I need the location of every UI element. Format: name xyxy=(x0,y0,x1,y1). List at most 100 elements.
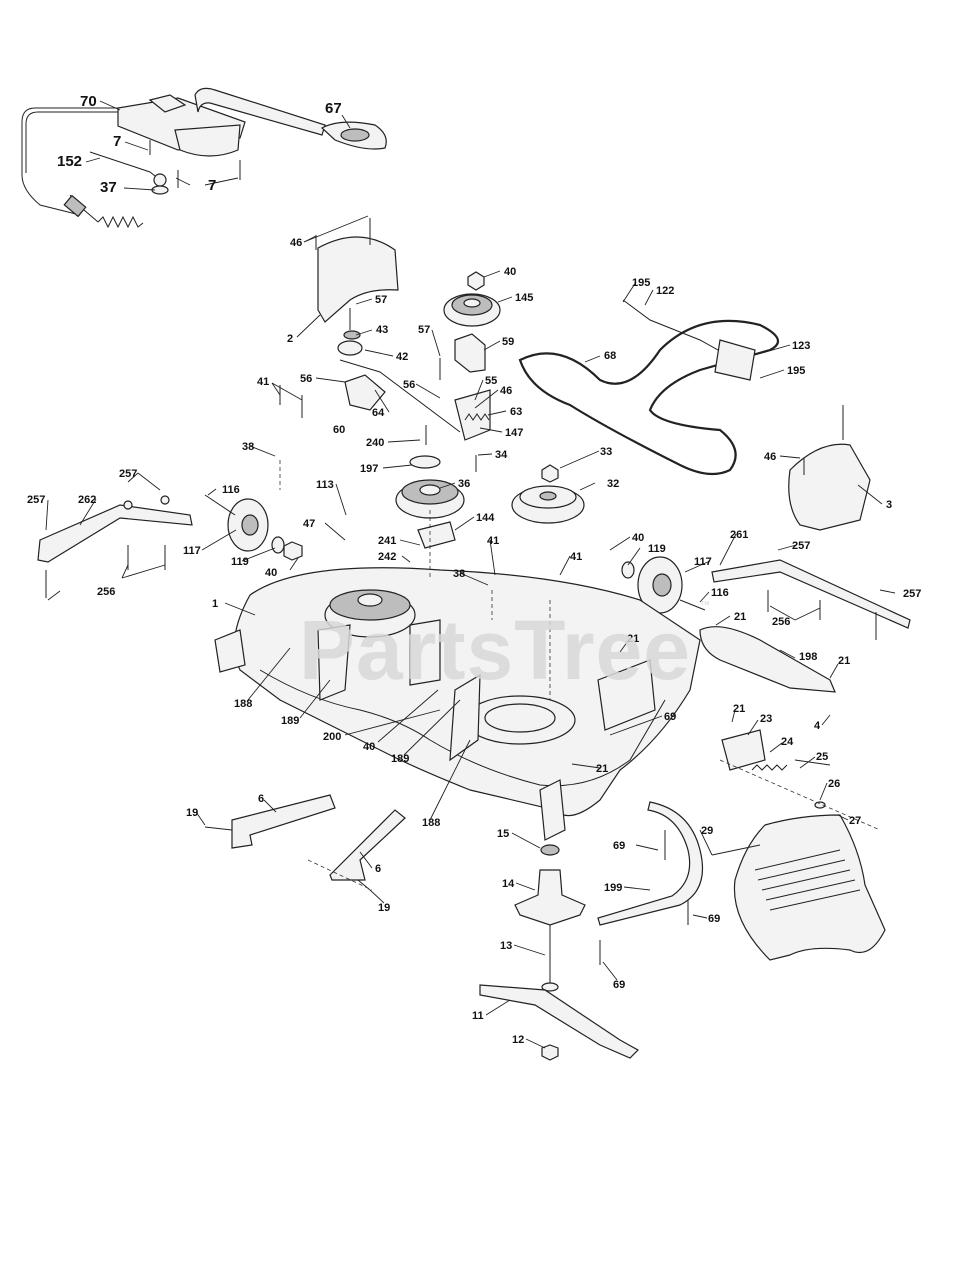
callout-56: 56 xyxy=(300,373,312,385)
callout-64: 64 xyxy=(372,407,385,419)
callout-19: 19 xyxy=(186,807,198,819)
callout-67: 67 xyxy=(325,100,342,117)
front-bar-left xyxy=(37,495,193,598)
callout-147: 147 xyxy=(505,427,523,439)
callout-69: 69 xyxy=(613,840,625,852)
callout-200: 200 xyxy=(323,731,341,743)
callout-70: 70 xyxy=(80,93,97,110)
callout-117: 117 xyxy=(183,545,201,557)
callout-257: 257 xyxy=(119,468,137,480)
callout-63: 63 xyxy=(510,406,522,418)
callout-1: 1 xyxy=(212,598,218,610)
belt-cover-right xyxy=(788,405,871,531)
deflector-plate xyxy=(699,626,836,693)
callout-262: 262 xyxy=(78,494,96,506)
deck-belt xyxy=(518,299,780,476)
callout-122: 122 xyxy=(656,285,674,297)
callout-257: 257 xyxy=(792,540,810,552)
callout-21: 21 xyxy=(838,655,850,667)
callout-123: 123 xyxy=(792,340,810,352)
callout-145: 145 xyxy=(515,292,533,304)
alignment-lines xyxy=(279,460,881,891)
callout-6: 6 xyxy=(258,793,264,805)
callout-46: 46 xyxy=(764,451,776,463)
callout-195: 195 xyxy=(787,365,805,377)
callout-14: 14 xyxy=(502,878,515,890)
callout-40: 40 xyxy=(504,266,516,278)
callout-15: 15 xyxy=(497,828,509,840)
callout-42: 42 xyxy=(396,351,408,363)
callout-189: 189 xyxy=(281,715,299,727)
callout-116: 116 xyxy=(711,587,729,599)
callout-56: 56 xyxy=(403,379,415,391)
gauge-wheel-left xyxy=(204,494,303,561)
callout-188: 188 xyxy=(422,817,440,829)
callout-40: 40 xyxy=(632,532,644,544)
callout-113: 113 xyxy=(316,479,334,491)
callout-32: 32 xyxy=(607,478,619,490)
callout-69: 69 xyxy=(664,711,676,723)
callout-12: 12 xyxy=(512,1034,524,1046)
callout-21: 21 xyxy=(627,633,639,645)
callout-68: 68 xyxy=(604,350,616,362)
callout-leaders xyxy=(45,100,896,1049)
callout-199: 199 xyxy=(604,882,622,894)
belt-cover-left xyxy=(315,218,399,323)
callout-4: 4 xyxy=(814,720,821,732)
callout-189: 189 xyxy=(391,753,409,765)
callout-41: 41 xyxy=(257,376,269,388)
callout-195: 195 xyxy=(632,277,650,289)
callout-257: 257 xyxy=(903,588,921,600)
callout-46: 46 xyxy=(290,237,302,249)
callout-7: 7 xyxy=(208,177,216,194)
callout-23: 23 xyxy=(760,713,772,725)
callout-197: 197 xyxy=(360,463,378,475)
callout-13: 13 xyxy=(500,940,512,952)
callout-256: 256 xyxy=(97,586,115,598)
callout-257: 257 xyxy=(27,494,45,506)
callout-119: 119 xyxy=(231,556,249,568)
spindle-assembly xyxy=(479,844,639,1061)
callout-26: 26 xyxy=(828,778,840,790)
callout-7: 7 xyxy=(113,133,121,150)
callout-240: 240 xyxy=(366,437,384,449)
callout-40: 40 xyxy=(265,567,277,579)
idler-pulley-assembly xyxy=(279,271,501,472)
front-bar-right xyxy=(711,559,911,640)
callout-38: 38 xyxy=(453,568,465,580)
callout-69: 69 xyxy=(613,979,625,991)
callout-27: 27 xyxy=(849,815,861,827)
callout-69: 69 xyxy=(708,913,720,925)
callout-116: 116 xyxy=(222,484,240,496)
callout-256: 256 xyxy=(772,616,790,628)
callout-19: 19 xyxy=(378,902,390,914)
callout-25: 25 xyxy=(816,751,828,763)
callout-46: 46 xyxy=(500,385,512,397)
brackets xyxy=(204,794,406,891)
gauge-wheel-right xyxy=(621,556,706,614)
callout-36: 36 xyxy=(458,478,470,490)
callout-34: 34 xyxy=(495,449,508,461)
callout-21: 21 xyxy=(734,611,746,623)
callout-241: 241 xyxy=(378,535,396,547)
callout-188: 188 xyxy=(234,698,252,710)
callout-21: 21 xyxy=(596,763,608,775)
callout-47: 47 xyxy=(303,518,315,530)
callout-2: 2 xyxy=(287,333,293,345)
callout-38: 38 xyxy=(242,441,254,453)
callout-144: 144 xyxy=(476,512,495,524)
callout-6: 6 xyxy=(375,863,381,875)
callout-41: 41 xyxy=(570,551,582,563)
callout-242: 242 xyxy=(378,551,396,563)
center-pulleys xyxy=(395,464,585,549)
callout-33: 33 xyxy=(600,446,612,458)
callout-43: 43 xyxy=(376,324,388,336)
baffle xyxy=(597,801,704,965)
watermark-trademark: ™ xyxy=(700,600,710,611)
callout-21: 21 xyxy=(733,703,745,715)
callout-117: 117 xyxy=(694,556,712,568)
callout-55: 55 xyxy=(485,375,497,387)
callout-57: 57 xyxy=(418,324,430,336)
discharge-chute xyxy=(711,729,886,961)
